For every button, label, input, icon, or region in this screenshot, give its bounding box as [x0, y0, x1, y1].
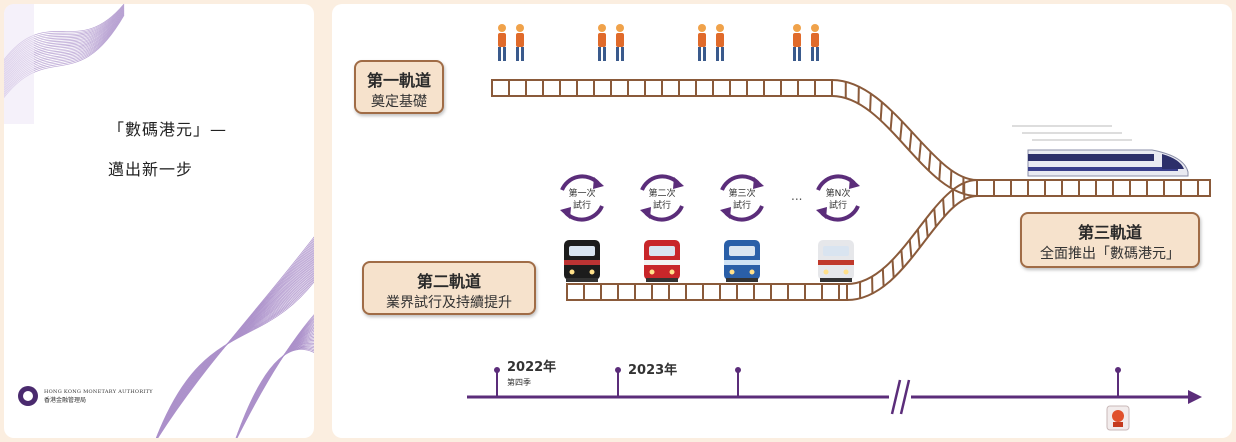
hkma-name-zh: 香港金融管理局: [44, 396, 87, 404]
roadmap-diagram: 第一次試行第二次試行第三次試行第N次試行 ...: [332, 4, 1232, 438]
roadmap-graphic: 第一次試行第二次試行第三次試行第N次試行 ...: [467, 24, 1211, 431]
worker-icon: [811, 24, 819, 61]
track-one-subtitle: 奠定基礎: [371, 94, 427, 110]
track-one-label: 第一軌道 奠定基礎: [354, 60, 444, 114]
electric-locomotive-icon: [724, 240, 760, 282]
timeline: 2022年 第四季 2023年: [467, 359, 1202, 431]
track-merge-curve-lower: [846, 179, 978, 301]
cover-subtitle: 邁出新一步: [108, 160, 194, 179]
trial-label-line2: 試行: [829, 199, 847, 211]
trial-label-line1: 第三次: [728, 187, 755, 199]
launch-button-icon: [1106, 405, 1130, 431]
trial-label-line2: 試行: [573, 199, 591, 211]
track-three-rail: [976, 179, 1211, 197]
trial-label-line1: 第N次: [826, 187, 851, 199]
trial-label-line2: 試行: [733, 199, 751, 211]
trains-group: [564, 240, 854, 282]
steam-locomotive-icon: [564, 240, 600, 282]
track-three-label: 第三軌道 全面推出「數碼港元」: [1020, 212, 1200, 268]
worker-icon: [698, 24, 706, 61]
track-three-subtitle: 全面推出「數碼港元」: [1040, 246, 1180, 262]
track-one-title: 第一軌道: [366, 71, 431, 90]
track-two-label: 第二軌道 業界試行及持續提升: [362, 261, 536, 315]
worker-icon: [793, 24, 801, 61]
cover-wave-decoration: [4, 4, 314, 438]
cover-title: 「數碼港元」—: [108, 120, 228, 139]
trial-label-line1: 第一次: [568, 187, 595, 199]
hkma-name-en: HONG KONG MONETARY AUTHORITY: [44, 388, 153, 395]
trial-label-line2: 試行: [653, 199, 671, 211]
track-two-title: 第二軌道: [416, 272, 481, 291]
hkma-brand: HONG KONG MONETARY AUTHORITY 香港金融管理局: [18, 386, 153, 406]
track-merge-curve-upper: [831, 79, 978, 197]
track-one-rail: [491, 79, 833, 97]
hkma-logo-icon: [18, 386, 38, 406]
track-three-title: 第三軌道: [1077, 223, 1142, 242]
workers-group: [498, 24, 819, 61]
timeline-label-2023: 2023年: [628, 362, 677, 378]
worker-icon: [598, 24, 606, 61]
worker-icon: [616, 24, 624, 61]
worker-icon: [516, 24, 524, 61]
diesel-locomotive-icon: [644, 240, 680, 282]
timeline-break-icon: [890, 379, 902, 415]
track-two-rail: [566, 283, 848, 301]
cover-panel: 「數碼港元」— 邁出新一步 HONG KONG MONETARY AUTHORI…: [4, 4, 314, 438]
high-speed-train-icon: [1012, 125, 1189, 177]
trial-label-line1: 第二次: [648, 187, 675, 199]
timeline-note-q4: 第四季: [507, 377, 531, 387]
track-two-subtitle: 業界試行及持續提升: [386, 295, 512, 311]
timeline-label-2022: 2022年: [507, 359, 556, 375]
timeline-arrow-icon: [1188, 390, 1202, 404]
worker-icon: [716, 24, 724, 61]
bullet-train-icon: [818, 240, 854, 282]
trials-ellipsis: ...: [791, 189, 802, 203]
worker-icon: [498, 24, 506, 61]
